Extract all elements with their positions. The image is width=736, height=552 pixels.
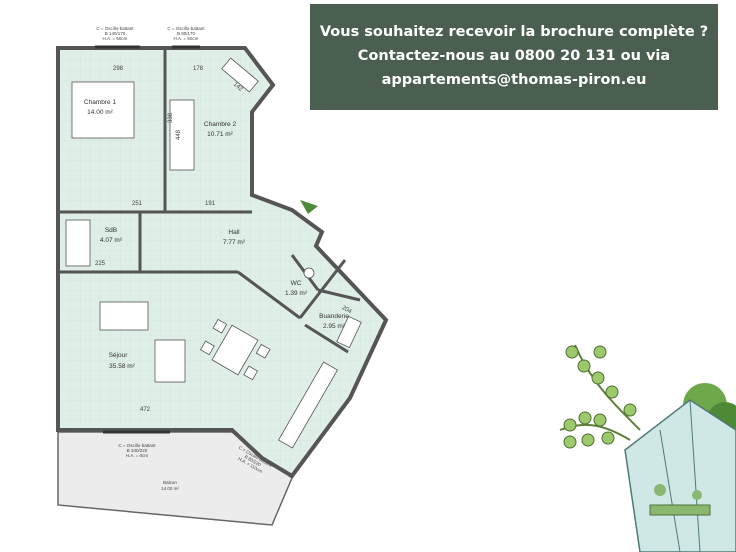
dimension-label: 251 — [132, 201, 143, 207]
bathtub — [65, 219, 91, 267]
kitchen-counter — [278, 361, 338, 449]
room-area-chambre-1: 14.00 m² — [87, 109, 113, 116]
svg-text:B 90/170: B 90/170 — [177, 31, 196, 36]
svg-text:H.A. = 60cm: H.A. = 60cm — [174, 36, 199, 41]
dimension-label: 448 — [176, 129, 182, 140]
room-name-sejour: Séjour — [109, 352, 129, 359]
furniture — [65, 57, 362, 449]
room-name-sdb: SdB — [105, 227, 117, 234]
room-name-buanderie: Buanderie — [319, 313, 349, 320]
svg-text:B 140/170: B 140/170 — [105, 31, 126, 36]
dimension-label: 338 — [168, 112, 174, 123]
banner-line-1: Vous souhaitez recevoir la brochure comp… — [319, 24, 709, 40]
dimension-label: 472 — [140, 407, 151, 413]
north-arrow-icon — [300, 200, 318, 214]
svg-text:H.A. = 0cm: H.A. = 0cm — [126, 453, 149, 458]
room-name-chambre-2: Chambre 2 — [204, 121, 237, 128]
bed-chambre-1 — [71, 81, 135, 139]
svg-text:H.A. = 60cm: H.A. = 60cm — [103, 36, 128, 41]
washing-machine — [336, 315, 362, 349]
sofa — [99, 301, 149, 331]
room-area-hall: 7.77 m² — [223, 239, 246, 246]
dimension-label: 204 — [341, 305, 353, 316]
room-area-chambre-2: 10.71 m² — [207, 131, 233, 138]
banner-line-2: Contactez-nous au 0800 20 131 ou via — [357, 48, 671, 64]
room-area-sdb: 4.07 m² — [100, 237, 123, 244]
room-name-wc: WC — [291, 280, 302, 287]
room-area-wc: 1.39 m² — [285, 290, 308, 297]
toilet — [303, 267, 315, 279]
dimension-label: 142 — [232, 82, 244, 93]
dimension-label: 178 — [193, 66, 204, 72]
dimension-label: 298 — [113, 66, 124, 72]
svg-text:C = Oscillo-battant: C = Oscillo-battant — [167, 26, 205, 31]
svg-text:C = Oscillo-battant: C = Oscillo-battant — [96, 26, 134, 31]
dimension-label: 225 — [95, 261, 106, 267]
room-name-hall: Hall — [228, 229, 240, 236]
dining-table — [199, 318, 271, 381]
svg-text:B 340/220: B 340/220 — [127, 448, 148, 453]
room-name-chambre-1: Chambre 1 — [84, 99, 117, 106]
svg-text:C = Oscillo-battant: C = Oscillo-battant — [118, 443, 156, 448]
plant-illustration — [559, 344, 736, 552]
dimension-label: 191 — [205, 201, 216, 207]
room-area-sejour: 35.58 m² — [109, 363, 135, 370]
brochure-banner: Vous souhaitez recevoir la brochure comp… — [310, 4, 718, 110]
interior-walls — [58, 50, 361, 354]
desk — [221, 57, 259, 93]
room-area-balcon: 14.00 m² — [161, 486, 179, 491]
armchair — [154, 339, 186, 383]
bed-chambre-2 — [169, 99, 195, 171]
banner-email[interactable]: appartements@thomas-piron.eu — [381, 72, 647, 88]
glass-building — [624, 399, 736, 552]
room-name-balcon: Balcon — [163, 480, 177, 485]
room-area-buanderie: 2.95 m² — [323, 323, 346, 330]
